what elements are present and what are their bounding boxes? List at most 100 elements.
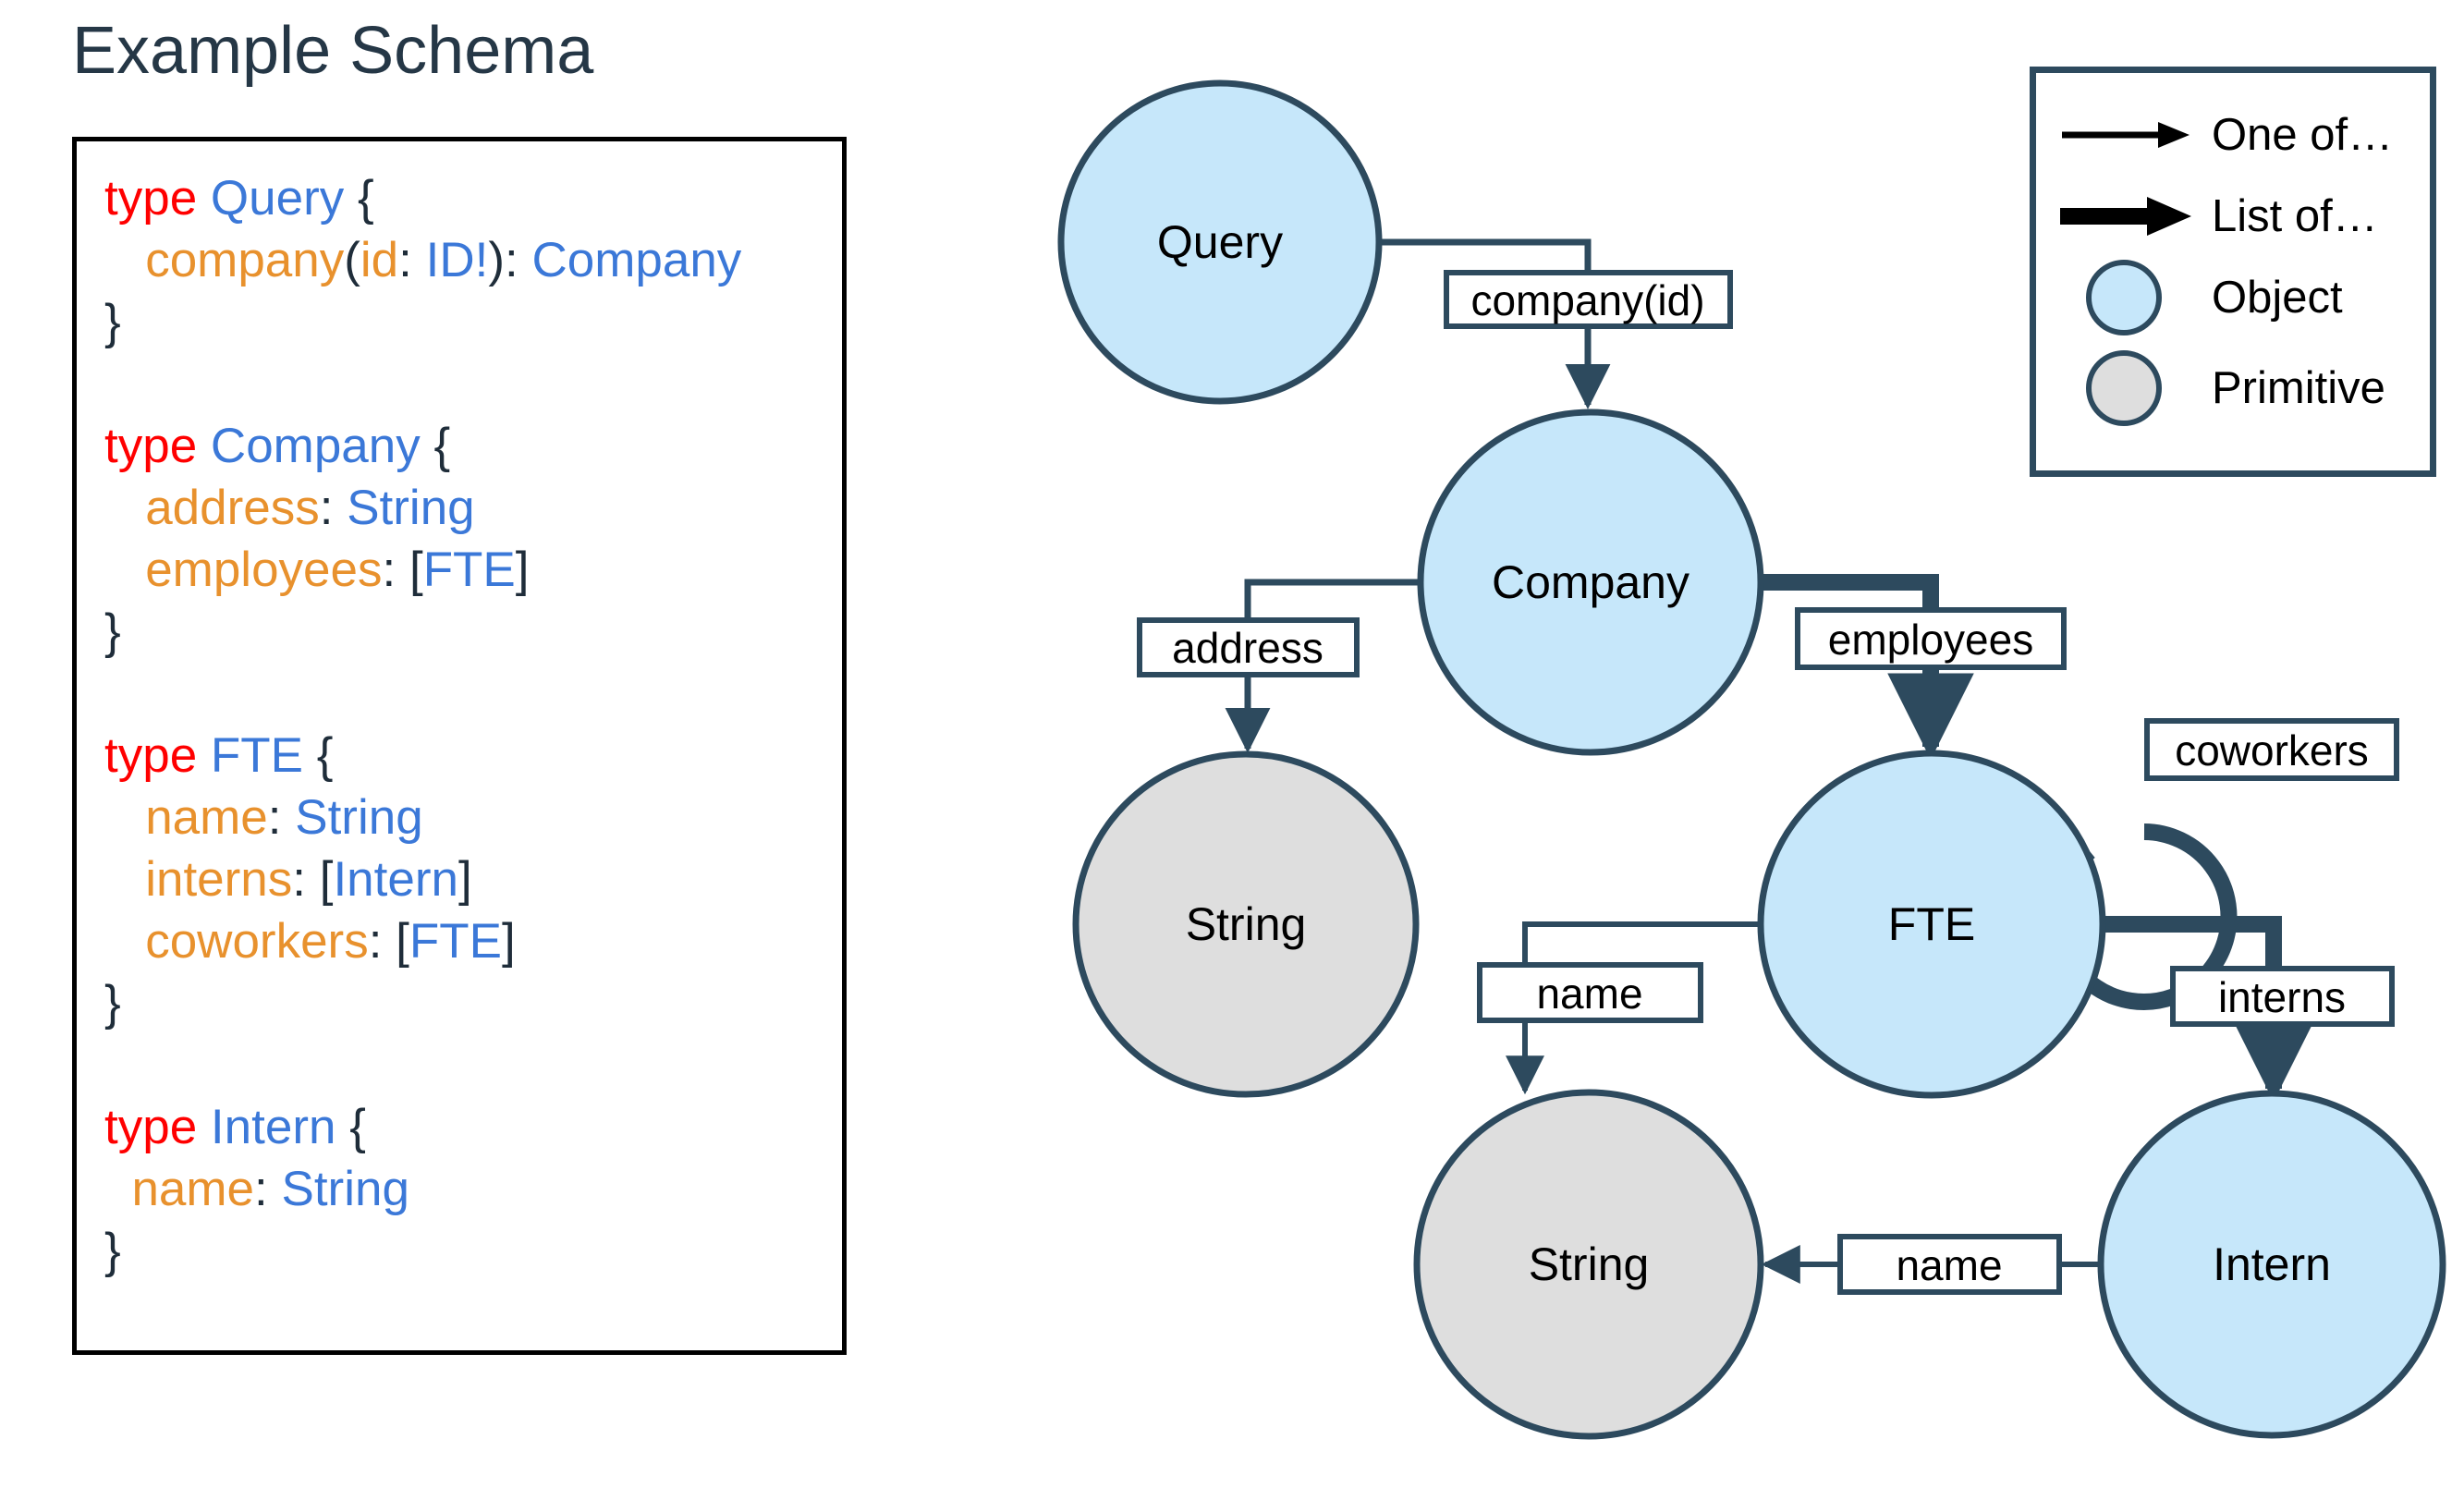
edge-interns bbox=[2101, 916, 2317, 1103]
bracket-close: ] bbox=[502, 914, 516, 969]
legend-row-object: Object bbox=[2036, 256, 2430, 339]
edge-label-text: interns bbox=[2218, 973, 2346, 1021]
thick-arrow-icon bbox=[2036, 195, 2212, 238]
edge-name-fte bbox=[1506, 921, 1763, 1095]
legend-panel: One of… List of… Object Primitive bbox=[2030, 67, 2436, 477]
field-employees: employees bbox=[145, 543, 383, 597]
colon: : bbox=[398, 233, 426, 287]
page-title: Example Schema bbox=[72, 14, 594, 88]
type-ref-fte: FTE bbox=[409, 914, 502, 969]
field-company: company bbox=[145, 233, 345, 287]
keyword-type: type bbox=[104, 419, 198, 473]
edge-line bbox=[1506, 921, 1763, 1095]
node-string-name[interactable]: String bbox=[1413, 1089, 1764, 1440]
type-name-fte: FTE bbox=[210, 728, 304, 783]
legend-label: Primitive bbox=[2212, 363, 2385, 413]
node-label: Query bbox=[1157, 216, 1283, 268]
keyword-type: type bbox=[104, 1100, 198, 1154]
field-address: address bbox=[145, 481, 320, 535]
edge-employees bbox=[1761, 574, 1974, 761]
brace-open: { bbox=[349, 1100, 366, 1154]
edge-label-name-intern: name bbox=[1837, 1234, 2062, 1295]
colon: : bbox=[254, 1162, 282, 1216]
keyword-type: type bbox=[104, 728, 198, 783]
type-ref-string: String bbox=[347, 481, 475, 535]
colon: : bbox=[505, 233, 532, 287]
type-ref-fte: FTE bbox=[422, 543, 516, 597]
edge-line bbox=[1379, 238, 1611, 409]
object-circle-icon bbox=[1417, 409, 1764, 756]
label-box bbox=[1137, 617, 1360, 677]
type-ref-company: Company bbox=[531, 233, 742, 287]
brace-close: } bbox=[104, 1224, 121, 1278]
label-box bbox=[1477, 962, 1703, 1023]
type-name-intern: Intern bbox=[210, 1100, 336, 1154]
label-box bbox=[2170, 966, 2395, 1027]
type-ref-string: String bbox=[295, 790, 423, 845]
edge-label-employees: employees bbox=[1795, 607, 2067, 670]
colon: : bbox=[267, 790, 296, 845]
bracket-open: [ bbox=[319, 852, 334, 907]
node-fte[interactable]: FTE bbox=[1757, 750, 2106, 1099]
brace-close: } bbox=[104, 604, 121, 659]
node-label: Company bbox=[1492, 556, 1689, 608]
node-company[interactable]: Company bbox=[1417, 409, 1764, 756]
edge-address bbox=[1225, 579, 1421, 753]
type-name-company: Company bbox=[210, 419, 421, 473]
colon: : bbox=[292, 852, 320, 907]
legend-label: One of… bbox=[2212, 110, 2394, 160]
edge-label-text: name bbox=[1896, 1241, 2002, 1289]
edge-company-id bbox=[1379, 238, 1611, 409]
colon: : bbox=[382, 543, 409, 597]
edge-line bbox=[1761, 574, 1974, 761]
legend-row-one-of: One of… bbox=[2036, 93, 2430, 177]
brace-close: } bbox=[104, 976, 121, 1031]
edge-label-address: address bbox=[1137, 617, 1360, 677]
edge-label-text: coworkers bbox=[2175, 726, 2369, 774]
schema-code-panel: type Query { company(id: ID!): Company }… bbox=[72, 137, 847, 1355]
keyword-type: type bbox=[104, 171, 198, 226]
edge-label-company-id: company(id) bbox=[1444, 270, 1733, 329]
edge-label-text: company(id) bbox=[1470, 276, 1704, 324]
node-query[interactable]: Query bbox=[1057, 79, 1383, 405]
object-circle-icon bbox=[2036, 258, 2212, 337]
legend-row-primitive: Primitive bbox=[2036, 347, 2430, 430]
edge-line bbox=[2101, 916, 2317, 1103]
arg-id: id bbox=[360, 233, 399, 287]
edge-label-text: employees bbox=[1828, 616, 2033, 664]
label-box bbox=[1837, 1234, 2062, 1295]
primitive-circle-icon bbox=[2036, 348, 2212, 428]
legend-label: List of… bbox=[2212, 191, 2378, 241]
bracket-close: ] bbox=[457, 852, 472, 907]
paren-open: ( bbox=[344, 233, 360, 287]
type-ref-intern: Intern bbox=[333, 852, 458, 907]
schema-code-text: type Query { company(id: ID!): Company }… bbox=[104, 167, 741, 1282]
object-circle-icon bbox=[2097, 1090, 2446, 1439]
object-circle-icon bbox=[1757, 750, 2106, 1099]
edge-label-name-fte: name bbox=[1477, 962, 1703, 1023]
field-interns: interns bbox=[145, 852, 293, 907]
brace-close: } bbox=[104, 295, 121, 349]
node-label: Intern bbox=[2213, 1238, 2331, 1290]
node-label: String bbox=[1186, 898, 1307, 950]
node-label: FTE bbox=[1888, 898, 1975, 950]
edge-label-text: name bbox=[1536, 970, 1642, 1018]
node-intern[interactable]: Intern bbox=[2097, 1090, 2446, 1439]
label-box bbox=[1444, 270, 1733, 329]
label-box bbox=[2144, 718, 2399, 781]
bracket-close: ] bbox=[515, 543, 530, 597]
edge-label-coworkers: coworkers bbox=[2144, 718, 2399, 781]
bracket-open: [ bbox=[409, 543, 423, 597]
object-circle-icon bbox=[1057, 79, 1383, 405]
brace-open: { bbox=[433, 419, 451, 473]
type-ref-string: String bbox=[281, 1162, 409, 1216]
edge-line bbox=[1225, 579, 1421, 753]
edge-label-text: address bbox=[1172, 624, 1323, 672]
paren-close: ) bbox=[488, 233, 506, 287]
bracket-open: [ bbox=[396, 914, 409, 969]
node-string-address[interactable]: String bbox=[1072, 750, 1420, 1098]
field-coworkers: coworkers bbox=[145, 914, 369, 969]
brace-open: { bbox=[357, 171, 374, 226]
field-name: name bbox=[145, 790, 268, 845]
